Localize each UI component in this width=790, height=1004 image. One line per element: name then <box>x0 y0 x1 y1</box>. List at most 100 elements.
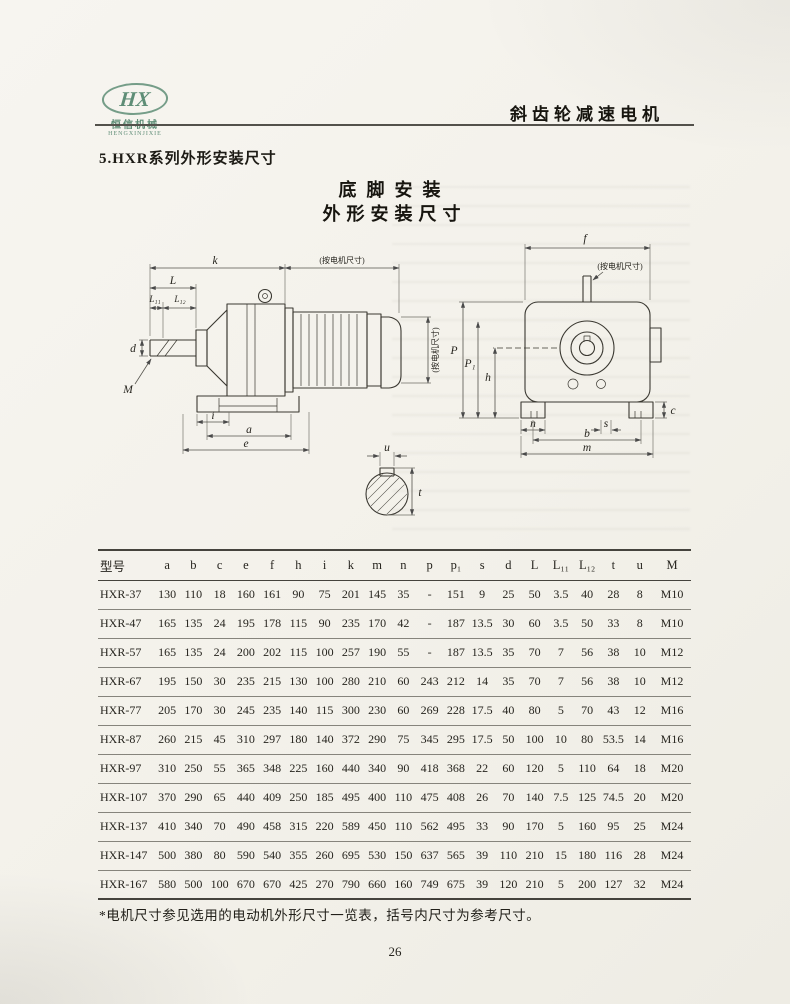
dim-cell: 5 <box>547 696 574 726</box>
column-header: u <box>626 549 653 581</box>
dim-cell: 151 <box>442 580 469 610</box>
dim-cell: 5 <box>547 870 574 900</box>
model-cell: HXR-57 <box>98 638 154 668</box>
dim-cell: 100 <box>206 870 233 900</box>
dim-cell: 35 <box>495 638 522 668</box>
column-header: b <box>180 549 207 581</box>
dim-cell: 56 <box>574 638 601 668</box>
dim-cell: 372 <box>337 725 364 755</box>
dim-cell: 5 <box>547 754 574 784</box>
dim-cell: 562 <box>416 812 443 842</box>
dim-cell: 70 <box>206 812 233 842</box>
column-header: c <box>206 549 233 581</box>
dim-cell: 70 <box>495 783 522 813</box>
dim-cell: 140 <box>521 783 548 813</box>
dim-cell: 310 <box>154 754 181 784</box>
dim-cell: 65 <box>206 783 233 813</box>
dim-cell: 165 <box>154 609 181 639</box>
dim-cell: 150 <box>390 841 417 871</box>
column-header: p₁ <box>442 549 469 581</box>
dim-cell: 180 <box>574 841 601 871</box>
dim-label-f: f <box>583 233 588 245</box>
dim-cell: 22 <box>469 754 496 784</box>
dim-label-s: s <box>604 418 609 430</box>
dim-cell: 380 <box>180 841 207 871</box>
dim-label-motor-side: (按电机尺寸) <box>430 327 440 373</box>
column-header: L₁₁ <box>547 549 574 581</box>
dim-cell: 355 <box>285 841 312 871</box>
dim-label-a: a <box>246 424 252 436</box>
dim-cell: M12 <box>653 638 691 668</box>
document-title: 斜齿轮减速电机 <box>510 105 664 124</box>
column-header: s <box>469 549 496 581</box>
dim-cell: 670 <box>259 870 286 900</box>
dim-cell: 345 <box>416 725 443 755</box>
dim-cell: 18 <box>206 580 233 610</box>
front-view-gearbox <box>493 275 662 419</box>
dim-cell: 210 <box>521 841 548 871</box>
dim-cell: 500 <box>154 841 181 871</box>
dim-cell: 215 <box>180 725 207 755</box>
dim-cell: 315 <box>285 812 312 842</box>
dim-cell: 290 <box>180 783 207 813</box>
dim-cell: 220 <box>311 812 338 842</box>
dim-cell: 160 <box>390 870 417 900</box>
model-cell: HXR-47 <box>98 609 154 639</box>
dim-cell: - <box>416 638 443 668</box>
dim-cell: 290 <box>364 725 391 755</box>
dim-cell: 140 <box>285 696 312 726</box>
dim-cell: 70 <box>521 638 548 668</box>
dim-cell: 120 <box>495 870 522 900</box>
dim-cell: 410 <box>154 812 181 842</box>
dim-label-m: m <box>583 442 591 454</box>
dim-cell: 458 <box>259 812 286 842</box>
dim-label-c: c <box>670 405 675 417</box>
dim-cell: 408 <box>442 783 469 813</box>
dim-cell: 60 <box>390 667 417 697</box>
dim-cell: 40 <box>495 696 522 726</box>
dim-label-L11: L₁₁ <box>148 294 160 304</box>
column-header: a <box>154 549 181 581</box>
dim-cell: 56 <box>574 667 601 697</box>
dim-cell: 30 <box>495 609 522 639</box>
dim-label-P1: P₁ <box>463 358 475 370</box>
dim-cell: 5 <box>547 812 574 842</box>
column-header: L₁₂ <box>574 549 601 581</box>
dim-cell: 475 <box>416 783 443 813</box>
column-header: L <box>521 549 548 581</box>
dim-label-L12: L₁₂ <box>173 294 185 304</box>
dim-cell: 60 <box>521 609 548 639</box>
column-header: m <box>364 549 391 581</box>
model-cell: HXR-137 <box>98 812 154 842</box>
dim-label-n: n <box>530 418 536 430</box>
model-cell: HXR-147 <box>98 841 154 871</box>
dim-cell: 170 <box>180 696 207 726</box>
dim-cell: 80 <box>521 696 548 726</box>
dim-cell: 130 <box>285 667 312 697</box>
dim-cell: 115 <box>285 609 312 639</box>
dim-cell: 260 <box>311 841 338 871</box>
dim-cell: 3.5 <box>547 580 574 610</box>
dim-cell: 160 <box>232 580 259 610</box>
dim-cell: 368 <box>442 754 469 784</box>
dim-cell: 18 <box>626 754 653 784</box>
dim-cell: 7.5 <box>547 783 574 813</box>
dim-cell: 418 <box>416 754 443 784</box>
dim-label-motor-front: (按电机尺寸) <box>597 261 643 271</box>
dim-cell: - <box>416 609 443 639</box>
dim-label-h: h <box>485 372 491 384</box>
dim-cell: 70 <box>521 667 548 697</box>
dim-cell: 95 <box>600 812 627 842</box>
dim-cell: 187 <box>442 609 469 639</box>
dim-label-d: d <box>130 343 136 355</box>
dim-cell: 110 <box>180 580 207 610</box>
model-cell: HXR-77 <box>98 696 154 726</box>
dim-cell: 7 <box>547 638 574 668</box>
dim-cell: 14 <box>626 725 653 755</box>
dim-cell: 210 <box>521 870 548 900</box>
footnote: *电机尺寸参见选用的电动机外形尺寸一览表，括号内尺寸为参考尺寸。 <box>99 908 541 923</box>
dim-cell: 17.5 <box>469 725 496 755</box>
dim-cell: 160 <box>574 812 601 842</box>
